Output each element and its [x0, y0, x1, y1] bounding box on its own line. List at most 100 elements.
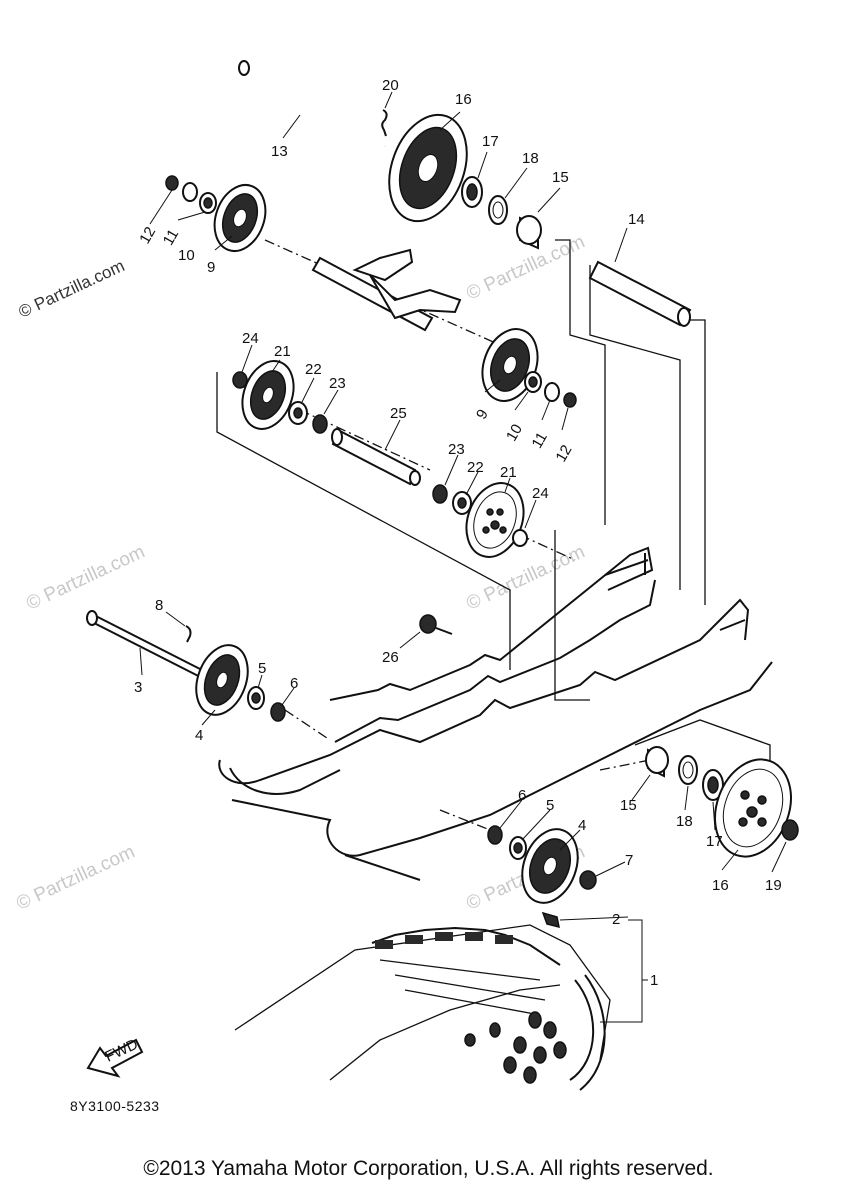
callout-12: 12 [136, 224, 159, 247]
cotter-pin-8 [185, 625, 192, 643]
callout-11b: 11 [528, 429, 551, 451]
collar-15-bottom [645, 746, 669, 778]
frame-rear-shaft [589, 265, 681, 590]
frame-left-wheels [216, 372, 511, 670]
bearing-10-top [199, 192, 217, 214]
diagram-code: 8Y3100-5233 [70, 1098, 160, 1114]
nut-24-left [232, 371, 248, 389]
nut-12-right [563, 392, 577, 408]
callout-3: 3 [134, 679, 142, 696]
callout-10: 10 [178, 247, 195, 264]
callout-19: 19 [765, 877, 782, 894]
callout-11: 11 [160, 226, 183, 248]
nut-6-left [270, 702, 286, 722]
wheel-16-top [388, 113, 468, 223]
callout-6: 6 [290, 675, 298, 692]
callout-8: 8 [155, 597, 163, 614]
nut-24-right [512, 529, 528, 547]
callout-4b: 4 [578, 817, 586, 834]
wheel-21-right [465, 482, 525, 558]
callout-9: 9 [207, 259, 215, 276]
callout-5: 5 [258, 660, 266, 677]
collar-11-right [544, 382, 560, 402]
callout-17: 17 [482, 133, 499, 150]
callout-10b: 10 [503, 421, 526, 444]
callout-5b: 5 [546, 797, 554, 814]
axle-3 [86, 610, 213, 683]
track-1 [234, 924, 611, 1091]
callout-14: 14 [628, 211, 645, 228]
align-axle-4b [439, 809, 491, 831]
align-axle-19 [599, 759, 651, 771]
callout-18: 18 [522, 150, 539, 167]
callout-23: 23 [329, 375, 346, 392]
wheel-9-right [481, 328, 539, 402]
callout-21b: 21 [500, 464, 517, 481]
frame-center-drop [554, 530, 590, 701]
callout-22b: 22 [467, 459, 484, 476]
align-axle-4a [284, 709, 331, 741]
bearing-17-top [461, 176, 483, 208]
watermark: © Partzilla.com [23, 541, 148, 614]
collar-11-top [182, 182, 198, 202]
track-clip-2 [541, 911, 560, 929]
circlip-18-bottom [678, 755, 698, 785]
watermark-side: © Partzilla.com [16, 256, 128, 322]
reference-frames [216, 239, 771, 830]
callout-18b: 18 [676, 813, 693, 830]
callout-24b: 24 [532, 485, 549, 502]
callout-6b: 6 [518, 787, 526, 804]
nut-7 [579, 870, 597, 890]
callout-7: 7 [625, 852, 633, 869]
nut-12-top [165, 175, 179, 191]
wheel-21-left [241, 360, 295, 430]
frame-shaft-14 [690, 319, 706, 605]
bearing-22-right [452, 491, 472, 515]
shaft-25 [331, 428, 421, 486]
circlip-18-top [488, 195, 508, 225]
copyright-notice: ©2013 Yamaha Motor Corporation, U.S.A. A… [143, 1157, 714, 1180]
callout-25: 25 [390, 405, 407, 422]
callout-20: 20 [382, 77, 399, 94]
shaft-14 [588, 260, 692, 327]
callout-12b: 12 [552, 442, 575, 465]
bearing-17-bottom [702, 769, 724, 801]
axle-13 [238, 60, 387, 149]
collar-15-top [516, 215, 542, 250]
callout-22: 22 [305, 361, 322, 378]
fwd-arrow-icon: FWD [86, 1036, 144, 1078]
callout-16b: 16 [712, 877, 729, 894]
callout-16: 16 [455, 91, 472, 108]
callout-15b: 15 [620, 797, 637, 814]
nut-19 [781, 819, 799, 841]
wheel-4-left [195, 644, 249, 716]
bearing-5-bottom [509, 836, 527, 860]
circlip-23-left [312, 414, 328, 434]
bolt-26 [419, 614, 453, 635]
bearing-5-left [247, 686, 265, 710]
bearing-10-right [524, 371, 542, 393]
callout-24: 24 [242, 330, 259, 347]
nut-6-bottom [487, 825, 503, 845]
cotter-pin-20 [381, 109, 388, 137]
callout-2: 2 [612, 911, 620, 928]
wheel-9-top [213, 184, 267, 252]
wheel-4-bottom [521, 828, 579, 904]
callout-13: 13 [271, 143, 288, 160]
callout-26: 26 [382, 649, 399, 666]
bearing-22-left [288, 401, 308, 425]
callout-23b: 23 [448, 441, 465, 458]
circlip-23-right [432, 484, 448, 504]
stopper-bracket [311, 248, 462, 332]
callouts: 20 16 13 17 18 15 14 12 11 10 9 24 21 22… [134, 77, 782, 989]
watermark: © Partzilla.com [13, 841, 138, 914]
slide-rail-frame [218, 546, 773, 881]
callout-1: 1 [650, 972, 658, 989]
callout-21: 21 [274, 343, 291, 360]
frame-rear-axle [555, 239, 606, 525]
callout-9b: 9 [473, 406, 492, 422]
callout-17b: 17 [706, 833, 723, 850]
leader-lines [139, 91, 787, 1023]
alignment-lines [264, 239, 651, 831]
